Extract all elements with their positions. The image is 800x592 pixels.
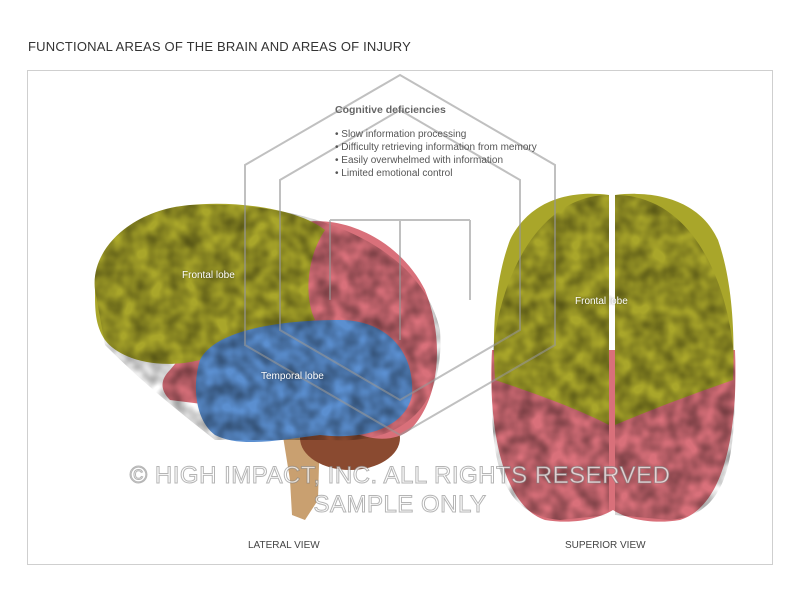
watermark-copyright: © HIGH IMPACT, INC. ALL RIGHTS RESERVED [129, 462, 671, 490]
info-item-text: Difficulty retrieving information from m… [341, 142, 537, 153]
info-item: • Limited emotional control [335, 168, 453, 179]
info-item-text: Easily overwhelmed with information [341, 155, 504, 166]
lateral-view-caption: LATERAL VIEW [248, 540, 320, 551]
info-item-text: Limited emotional control [341, 168, 453, 179]
watermark-sample: SAMPLE ONLY [313, 491, 487, 519]
info-item: • Easily overwhelmed with information [335, 155, 504, 166]
lateral-frontal-lobe-label: Frontal lobe [182, 270, 235, 281]
info-item-text: Slow information processing [341, 129, 467, 140]
lateral-brain [94, 203, 441, 520]
cognitive-deficiencies-box: Cognitive deficiencies • Slow informatio… [335, 104, 537, 180]
page-title: FUNCTIONAL AREAS OF THE BRAIN AND AREAS … [28, 39, 412, 54]
watermark-logo [244, 73, 556, 437]
info-item: • Slow information processing [335, 129, 467, 140]
superior-view-caption: SUPERIOR VIEW [565, 540, 646, 551]
superior-brain [491, 193, 736, 522]
info-heading: Cognitive deficiencies [335, 104, 446, 116]
superior-frontal-lobe-label: Frontal lobe [575, 296, 628, 307]
info-item: • Difficulty retrieving information from… [335, 142, 537, 153]
illustration-frame [27, 70, 773, 565]
lateral-temporal-lobe-label: Temporal lobe [261, 371, 324, 382]
